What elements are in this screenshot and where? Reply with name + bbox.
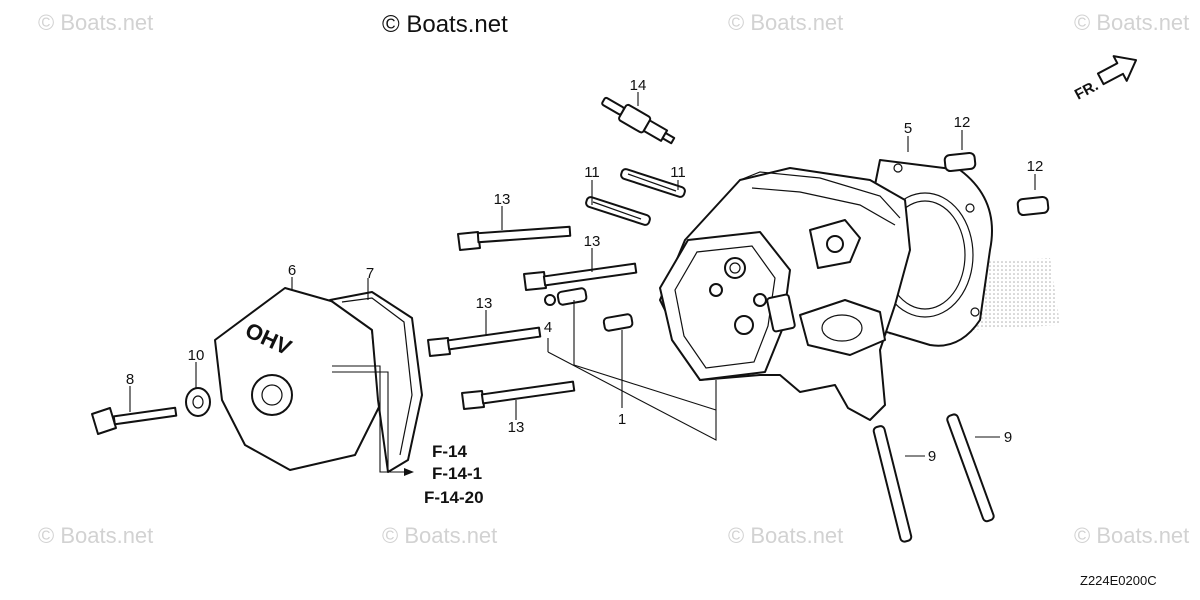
- callout-11: 11: [670, 164, 686, 181]
- callout-13: 13: [584, 233, 601, 250]
- head-cover: OHV: [214, 287, 381, 471]
- flange-bolt: [457, 225, 572, 251]
- stud-bolt: [620, 168, 686, 198]
- callout-13: 13: [508, 419, 525, 436]
- watermark: © Boats.net: [382, 523, 497, 548]
- fr-label: FR.: [1072, 77, 1101, 103]
- dowel-pin: [602, 313, 634, 332]
- sealing-washer: [185, 387, 211, 417]
- watermark: © Boats.net: [728, 523, 843, 548]
- stud-bolt: [585, 196, 651, 226]
- callout-12: 12: [954, 114, 971, 131]
- stud-bolt: [872, 425, 913, 543]
- callout-5: 5: [904, 120, 912, 137]
- dowel-pin: [1016, 195, 1050, 217]
- dowel-pin: [943, 151, 977, 173]
- reference-label: F-14: [432, 442, 468, 461]
- callout-1: 1: [618, 411, 626, 428]
- front-direction-arrow: FR.: [1072, 55, 1138, 104]
- dowel-pin: [556, 287, 588, 306]
- flange-bolt: [461, 380, 576, 410]
- callout-9: 9: [1004, 429, 1012, 446]
- callout-8: 8: [126, 371, 134, 388]
- o-ring: [544, 294, 556, 306]
- spark-plug: [601, 96, 676, 145]
- callout-13: 13: [476, 295, 493, 312]
- diagram-code: Z224E0200C: [1080, 573, 1157, 588]
- watermark: © Boats.net: [38, 10, 153, 35]
- callout-13: 13: [494, 191, 511, 208]
- callout-10: 10: [188, 347, 205, 364]
- callout-14: 14: [630, 77, 647, 94]
- callout-6: 6: [288, 262, 296, 279]
- cover-packing: [329, 291, 423, 473]
- cover-bolt: [91, 406, 178, 435]
- callout-9: 9: [928, 448, 936, 465]
- flange-bolt: [523, 262, 638, 291]
- reference-label: F-14-1: [432, 464, 482, 483]
- callout-12: 12: [1027, 158, 1044, 175]
- watermark: © Boats.net: [1074, 523, 1189, 548]
- watermark: © Boats.net: [1074, 10, 1189, 35]
- watermark: © Boats.net: [38, 523, 153, 548]
- reference-label: F-14-20: [424, 488, 484, 507]
- cylinder-head: [659, 167, 911, 421]
- stud-bolt: [946, 413, 995, 523]
- callout-4: 4: [544, 319, 552, 336]
- leader-lines: [129, 92, 1036, 476]
- watermark-main: © Boats.net: [382, 11, 508, 38]
- watermark: © Boats.net: [728, 10, 843, 35]
- callout-7: 7: [366, 265, 374, 282]
- flange-bolt: [427, 326, 542, 357]
- callout-11: 11: [584, 164, 600, 181]
